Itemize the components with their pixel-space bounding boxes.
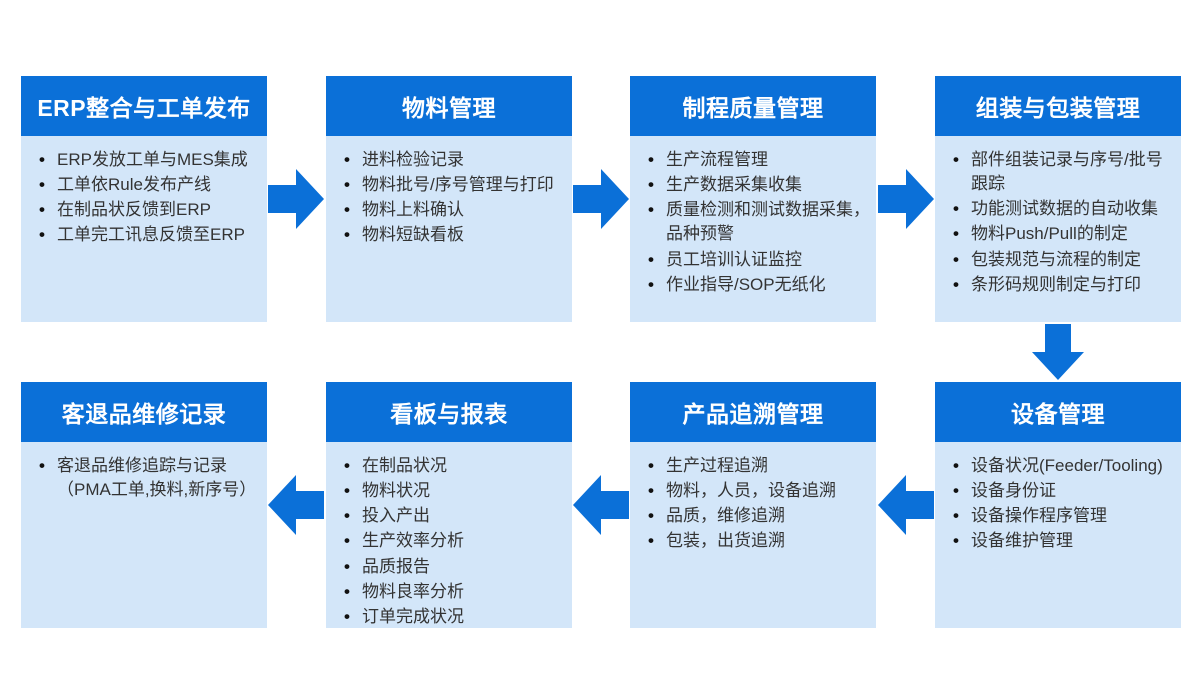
box-title: 设备管理 [935,382,1181,442]
feature-list: 部件组装记录与序号/批号 跟踪功能测试数据的自动收集物料Push/Pull的制定… [935,136,1181,297]
list-item: 设备状况(Feeder/Tooling) [951,454,1175,478]
list-item: 生产效率分析 [342,529,566,553]
box-body: 进料检验记录物料批号/序号管理与打印物料上料确认物料短缺看板 [326,136,572,322]
list-item: 包装规范与流程的制定 [951,248,1175,272]
list-item: 物料批号/序号管理与打印 [342,173,566,197]
flow-arrow-right-icon [878,169,934,229]
list-item: 投入产出 [342,504,566,528]
flow-box-equipment-mgmt: 设备管理 设备状况(Feeder/Tooling)设备身份证设备操作程序管理设备… [935,382,1181,628]
list-item: 进料检验记录 [342,148,566,172]
flow-box-customer-return-repair: 客退品维修记录 客退品维修追踪与记录 （PMA工单,换料,新序号） [21,382,267,628]
box-title: 产品追溯管理 [630,382,876,442]
list-item: 生产流程管理 [646,148,870,172]
list-item: 设备操作程序管理 [951,504,1175,528]
box-body: 在制品状况物料状况投入产出生产效率分析品质报告物料良率分析订单完成状况 [326,442,572,629]
flow-box-material-mgmt: 物料管理 进料检验记录物料批号/序号管理与打印物料上料确认物料短缺看板 [326,76,572,322]
box-body: 生产流程管理生产数据采集收集质量检测和测试数据采集， 品种预警员工培训认证监控作… [630,136,876,322]
flow-arrow-right-icon [573,169,629,229]
list-item: ERP发放工单与MES集成 [37,148,261,172]
feature-list: 在制品状况物料状况投入产出生产效率分析品质报告物料良率分析订单完成状况 [326,442,572,629]
flow-arrow-left-icon [268,475,324,535]
flow-box-process-quality: 制程质量管理 生产流程管理生产数据采集收集质量检测和测试数据采集， 品种预警员工… [630,76,876,322]
box-body: ERP发放工单与MES集成工单依Rule发布产线在制品状反馈到ERP工单完工讯息… [21,136,267,322]
list-item: 物料Push/Pull的制定 [951,222,1175,246]
list-item: 工单完工讯息反馈至ERP [37,223,261,247]
box-title: 制程质量管理 [630,76,876,136]
list-item: 物料上料确认 [342,198,566,222]
list-item: 工单依Rule发布产线 [37,173,261,197]
box-title: 看板与报表 [326,382,572,442]
feature-list: 进料检验记录物料批号/序号管理与打印物料上料确认物料短缺看板 [326,136,572,248]
list-item: 条形码规则制定与打印 [951,273,1175,297]
box-title: ERP整合与工单发布 [21,76,267,136]
flow-box-product-traceability: 产品追溯管理 生产过程追溯物料，人员，设备追溯品质，维修追溯包装，出货追溯 [630,382,876,628]
list-item: 物料短缺看板 [342,223,566,247]
list-item: 包装，出货追溯 [646,529,870,553]
feature-list: 客退品维修追踪与记录 （PMA工单,换料,新序号） [21,442,267,502]
flow-box-assembly-packaging: 组装与包装管理 部件组装记录与序号/批号 跟踪功能测试数据的自动收集物料Push… [935,76,1181,322]
list-item: 品质，维修追溯 [646,504,870,528]
box-body: 生产过程追溯物料，人员，设备追溯品质，维修追溯包装，出货追溯 [630,442,876,628]
list-item: 质量检测和测试数据采集， 品种预警 [646,198,870,246]
feature-list: 设备状况(Feeder/Tooling)设备身份证设备操作程序管理设备维护管理 [935,442,1181,554]
feature-list: 生产过程追溯物料，人员，设备追溯品质，维修追溯包装，出货追溯 [630,442,876,554]
list-item: 在制品状反馈到ERP [37,198,261,222]
list-item: 作业指导/SOP无纸化 [646,273,870,297]
feature-list: ERP发放工单与MES集成工单依Rule发布产线在制品状反馈到ERP工单完工讯息… [21,136,267,248]
flow-arrow-right-icon [268,169,324,229]
box-title: 组装与包装管理 [935,76,1181,136]
list-item: 物料状况 [342,479,566,503]
box-title: 物料管理 [326,76,572,136]
feature-list: 生产流程管理生产数据采集收集质量检测和测试数据采集， 品种预警员工培训认证监控作… [630,136,876,297]
box-body: 部件组装记录与序号/批号 跟踪功能测试数据的自动收集物料Push/Pull的制定… [935,136,1181,322]
list-item: 员工培训认证监控 [646,248,870,272]
list-item: 设备维护管理 [951,529,1175,553]
list-item: 生产数据采集收集 [646,173,870,197]
list-item: 设备身份证 [951,479,1175,503]
list-item: 功能测试数据的自动收集 [951,197,1175,221]
flow-arrow-down-icon [1032,324,1084,380]
box-title: 客退品维修记录 [21,382,267,442]
list-item: 物料，人员，设备追溯 [646,479,870,503]
list-item: 在制品状况 [342,454,566,478]
list-item: 部件组装记录与序号/批号 跟踪 [951,148,1175,196]
flow-box-kanban-reports: 看板与报表 在制品状况物料状况投入产出生产效率分析品质报告物料良率分析订单完成状… [326,382,572,629]
box-body: 设备状况(Feeder/Tooling)设备身份证设备操作程序管理设备维护管理 [935,442,1181,628]
flow-arrow-left-icon [573,475,629,535]
list-item: 订单完成状况 [342,605,566,629]
flow-arrow-left-icon [878,475,934,535]
list-item: 品质报告 [342,555,566,579]
list-item: 物料良率分析 [342,580,566,604]
list-item: 客退品维修追踪与记录 （PMA工单,换料,新序号） [37,454,261,502]
flow-box-erp-work-order: ERP整合与工单发布 ERP发放工单与MES集成工单依Rule发布产线在制品状反… [21,76,267,322]
box-body: 客退品维修追踪与记录 （PMA工单,换料,新序号） [21,442,267,628]
list-item: 生产过程追溯 [646,454,870,478]
